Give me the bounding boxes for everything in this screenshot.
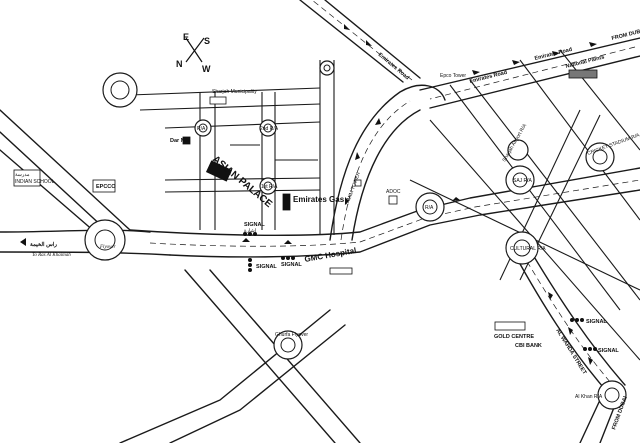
epcco-label: EPCCO	[96, 184, 116, 190]
school-box	[13, 169, 41, 187]
signal-label-1: SIGNAL	[244, 222, 265, 228]
school-label: INDIAN SCHOOL	[15, 179, 55, 185]
roundabout-saj	[505, 165, 535, 195]
signal-marker-3	[281, 256, 295, 260]
compass-rose: E S N W	[176, 32, 211, 74]
signal-marker-4	[570, 318, 584, 322]
roundabout-2nd-label: 2nd R/A	[260, 126, 279, 132]
main-road-gmc	[129, 167, 640, 258]
compass-w-label: W	[202, 64, 211, 74]
signal-label-2: SIGNAL	[256, 264, 277, 270]
school-arabic-label: مدرسة	[15, 172, 30, 178]
adoc-building	[388, 195, 398, 205]
emirates-road	[299, 0, 640, 109]
adoc-label: ADOC	[386, 189, 401, 195]
national-paints-building	[568, 69, 598, 79]
tamim-tower-building	[354, 179, 362, 187]
ghurfa-flyover-road	[119, 269, 361, 443]
epco-tower-label: Epco Tower	[440, 73, 466, 79]
signal-marker-1	[243, 232, 257, 236]
gmc-hospital-building	[329, 267, 353, 275]
roundabout-al-khan	[597, 380, 627, 410]
signal-label-4: SIGNAL	[586, 319, 607, 325]
east-street-grid	[409, 49, 640, 361]
municipality-building	[209, 96, 227, 105]
roundabout-cultural-label: CULTURAL R/A	[510, 246, 546, 252]
direction-arrows	[20, 24, 597, 365]
signal-marker-5	[583, 347, 597, 351]
roundabout-2nd	[259, 119, 277, 137]
signal-label-3: SIGNAL	[281, 262, 302, 268]
compass-s-label: S	[204, 36, 210, 46]
al-wahda-street-label: AL WAHDA STREET	[554, 328, 587, 376]
city-grid	[129, 60, 335, 235]
signal-arabic-label: اشارة	[244, 228, 256, 234]
to-rak-arabic-label: راس الخيمة	[30, 241, 57, 248]
roundabout-ghurfa	[273, 330, 303, 360]
roundabout-kfc	[415, 192, 445, 222]
roundabout-al-khan-label: Al Khan R/A	[575, 394, 603, 400]
emirates-gas-label: Emirates Gas	[293, 195, 345, 204]
cbi-bank-label: CBI BANK	[515, 343, 542, 349]
flyover-label: Flyover	[99, 245, 116, 250]
signal-marker-2	[248, 258, 252, 272]
gold-centre-building	[494, 321, 526, 331]
ghurfa-flyover-label: Ghurfa Flyover	[275, 332, 308, 338]
roundabout-cricket	[585, 142, 615, 172]
to-rak-label: To Ras Al Khaimah	[32, 253, 71, 258]
roundabout-kfc-label: R/A	[425, 205, 434, 211]
national-paints-label: National Paints	[565, 55, 605, 70]
gmc-hospital-label: GMC Hospital	[304, 246, 357, 264]
roundabout-top-link	[319, 60, 335, 76]
roundabout-saj-label: SAJ R/A	[513, 178, 533, 184]
interchange-loop	[329, 84, 446, 241]
buildings	[13, 69, 598, 331]
compass-n-label: E	[183, 32, 189, 42]
from-dubai-top-label: FROM DUBAI	[611, 28, 640, 42]
roundabout-ra1	[194, 119, 212, 137]
compass-n-label-2: N	[176, 59, 183, 69]
asian-palace-building	[205, 160, 233, 182]
roundabout-1st	[259, 177, 277, 195]
municipality-label: Sharjah Municipality	[212, 89, 257, 95]
roundabout-airport	[507, 139, 529, 161]
gold-centre-label: GOLD CENTRE	[494, 334, 534, 340]
roundabout-main-west	[84, 219, 126, 261]
roundabout-ra1-label: R/A	[197, 126, 206, 132]
roundabout-1st-label: 1st R/A	[261, 184, 278, 190]
signal-label-5: SIGNAL	[598, 348, 619, 354]
roundabout-cultural	[505, 231, 539, 265]
dar-mix-building	[182, 136, 191, 145]
nw-diagonal-road	[0, 109, 131, 233]
signal-markers	[243, 232, 597, 351]
epcco-box	[92, 179, 116, 193]
emirates-gas-building	[282, 193, 291, 211]
roundabout-top-left	[102, 72, 138, 108]
dar-mix-label: Dar Mix	[170, 138, 191, 144]
